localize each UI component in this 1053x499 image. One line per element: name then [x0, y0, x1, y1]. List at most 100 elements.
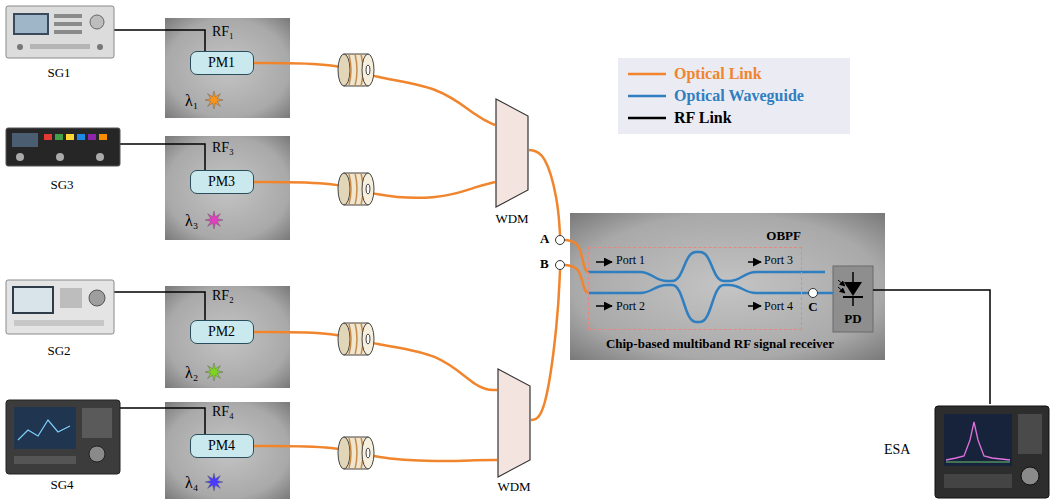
modulator-label: PM3 — [208, 174, 235, 189]
spectrum-analyzer-art — [1021, 467, 1039, 485]
fiber-spool — [338, 173, 374, 205]
instrument-label: SG1 — [47, 66, 70, 80]
rf-signal-label: RF₄ — [212, 404, 234, 419]
rf-link — [120, 144, 205, 170]
signal-generator: SG3 — [4, 126, 120, 202]
instrument-label: SG4 — [50, 478, 73, 492]
legend-entry: RF Link — [618, 108, 850, 128]
optical-link — [254, 182, 495, 198]
signal-generator-sg1-art — [90, 15, 104, 29]
signal-generator-sg1-art — [54, 14, 82, 18]
wavelength-label: λ₃ — [185, 212, 198, 230]
rf-link — [873, 290, 990, 404]
signal-generator-sg2-art — [12, 286, 54, 314]
signal-generator-sg1-art — [97, 44, 103, 50]
signal-generator-sg3-art — [99, 134, 107, 140]
input-point: B — [555, 260, 565, 270]
signal-generator-sg1-art — [54, 30, 82, 34]
modulator-module: PM3 RF₃ λ₃ — [165, 136, 290, 240]
legend-line-sample — [628, 95, 666, 98]
point-label: A — [540, 232, 549, 246]
filter-label: OBPF — [766, 229, 801, 243]
spectrum-analyzer-art — [946, 462, 1010, 463]
signal-generator-sg3-art — [96, 153, 104, 161]
photodiode-symbol — [838, 287, 845, 293]
signal-generator-sg1-art — [15, 15, 47, 33]
port-label: Port 3 — [764, 254, 793, 267]
optical-link — [254, 446, 497, 461]
instrument-label: ESA — [884, 442, 910, 457]
spectrum-analyzer-art — [935, 406, 1049, 498]
optical-link — [254, 63, 495, 125]
instrument-label: SG3 — [50, 178, 73, 192]
rf-link — [120, 408, 205, 434]
signal-generator-sg1-art — [6, 6, 114, 58]
signal-generator-sg3-art — [56, 153, 64, 161]
port-arrow — [596, 261, 612, 263]
legend-line-sample — [628, 86, 668, 106]
signal-generator-sg3-art — [6, 128, 120, 166]
module-panel — [165, 286, 290, 388]
optical-link — [565, 240, 588, 272]
phase-modulator: PM4 — [190, 434, 254, 458]
legend-entry: Optical Waveguide — [618, 86, 850, 106]
phase-modulator: PM2 — [190, 320, 254, 344]
legend-line-sample — [628, 108, 668, 128]
laser-source-star — [205, 363, 223, 381]
signal-generator: SG4 — [4, 398, 120, 496]
fiber-spool — [338, 437, 374, 469]
spectrum-analyzer-art — [1018, 414, 1042, 454]
laser-source-star — [205, 211, 223, 229]
spectrum-analyzer-art — [946, 422, 1010, 460]
signal-generator-sg1-art — [17, 44, 23, 50]
legend-line-sample — [628, 73, 666, 76]
wdm-shape — [496, 99, 528, 207]
wavelength-label: λ₂ — [185, 364, 198, 382]
wavelength-label: λ₄ — [185, 474, 198, 492]
legend-line-sample — [628, 64, 668, 84]
laser-source-star — [205, 473, 223, 491]
fiber-spool — [338, 54, 374, 469]
photodetector-label: PD — [844, 312, 861, 326]
instrument-label: SG2 — [47, 344, 70, 358]
rf-signal-label: RF₃ — [212, 140, 234, 155]
photodiode-symbol — [852, 272, 854, 282]
rf-signal-label: RF₁ — [212, 24, 234, 39]
port-label: Port 4 — [764, 300, 793, 313]
fiber-spool — [338, 323, 374, 355]
photodiode-symbol — [844, 282, 862, 296]
signal-generator-sg1-art — [6, 6, 114, 58]
signal-generator-sg4-art — [6, 400, 120, 474]
chip-caption: Chip-based multiband RF signal receiver — [606, 337, 834, 351]
optical-waveguide — [818, 292, 833, 295]
optical-waveguide — [588, 252, 825, 281]
signal-generator-sg1-art — [54, 22, 82, 26]
photodiode-symbol — [838, 272, 863, 306]
module-panel — [165, 402, 290, 499]
legend-entry: Optical Link — [618, 64, 850, 84]
signal-generator-sg2-art — [89, 290, 105, 306]
port-arrow — [748, 261, 761, 263]
signal-generator-sg2-art — [60, 288, 82, 308]
wdm-multiplexer: WDM — [497, 368, 531, 496]
port-arrow — [748, 305, 761, 307]
signal-generator-sg4-art — [14, 456, 76, 464]
legend-text: Optical Waveguide — [674, 87, 804, 105]
signal-generator-sg1-art — [30, 44, 90, 49]
module-panel — [165, 136, 290, 240]
wavelength-label: λ₁ — [185, 92, 198, 110]
signal-generator-sg2-art — [6, 280, 114, 334]
chip-receiver: OBPF C PD Chip-based multiband RF signal re… — [570, 213, 885, 360]
photodetector: PD — [833, 266, 873, 332]
optical-waveguide — [588, 252, 825, 322]
optical-link — [529, 150, 560, 235]
signal-generator-sg4-art — [14, 407, 76, 449]
signal-generator-sg3-art — [16, 153, 24, 161]
signal-generator-sg3-art — [77, 134, 85, 140]
port-arrow — [596, 305, 612, 307]
module-panel — [165, 18, 290, 499]
port-label: Port 2 — [616, 300, 645, 313]
wdm-label: WDM — [495, 212, 528, 226]
output-point: C — [808, 288, 818, 298]
input-point: A — [555, 235, 565, 245]
